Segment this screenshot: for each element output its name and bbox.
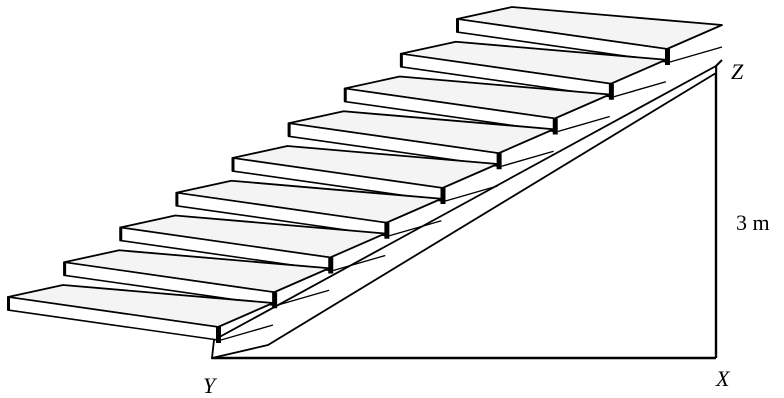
vertex-label-y: Y: [203, 373, 218, 398]
vertex-label-z: Z: [731, 59, 744, 84]
step-side-return: [557, 115, 610, 133]
step-side-return: [220, 324, 274, 341]
right-triangle: [212, 59, 723, 360]
step-left-cap: [119, 227, 123, 241]
step-front-edge: [665, 49, 670, 65]
step-left-cap: [231, 158, 235, 171]
step-left-cap: [456, 19, 459, 32]
stair-step: [119, 214, 387, 274]
stair-step: [456, 6, 723, 65]
stair-side-panel: [210, 64, 717, 360]
step-side-return: [276, 289, 330, 306]
step-left-cap: [399, 53, 403, 67]
stair-step: [63, 249, 331, 309]
step-side-return: [445, 185, 498, 202]
step-front-edge: [384, 222, 390, 239]
step-left-cap: [63, 262, 67, 276]
step-side-return: [501, 150, 554, 167]
step-front-edge: [440, 188, 446, 204]
stair-step: [175, 179, 443, 239]
step-left-cap: [343, 88, 347, 102]
step-front-edge: [552, 118, 558, 135]
step-side-return: [389, 220, 442, 237]
step-front-edge: [608, 83, 614, 100]
stair-steps: [7, 6, 723, 343]
stair-step: [231, 145, 499, 204]
step-side-return: [333, 254, 386, 272]
vertex-label-x: X: [715, 366, 731, 391]
stair-step: [343, 75, 611, 135]
step-left-cap: [175, 192, 179, 206]
step-front-edge: [496, 153, 502, 170]
step-left-cap: [7, 297, 10, 310]
right-angle-mark: [715, 59, 723, 67]
height-label: 3 m: [736, 210, 770, 235]
step-left-cap: [287, 123, 291, 137]
step-front-edge: [328, 257, 334, 274]
step-side-return: [613, 81, 667, 98]
stair-step: [399, 40, 667, 100]
stair-step: [7, 284, 274, 343]
step-front-edge: [272, 292, 278, 309]
step-front-edge: [216, 327, 221, 343]
stair-step: [287, 110, 555, 170]
step-side-return: [669, 46, 723, 63]
